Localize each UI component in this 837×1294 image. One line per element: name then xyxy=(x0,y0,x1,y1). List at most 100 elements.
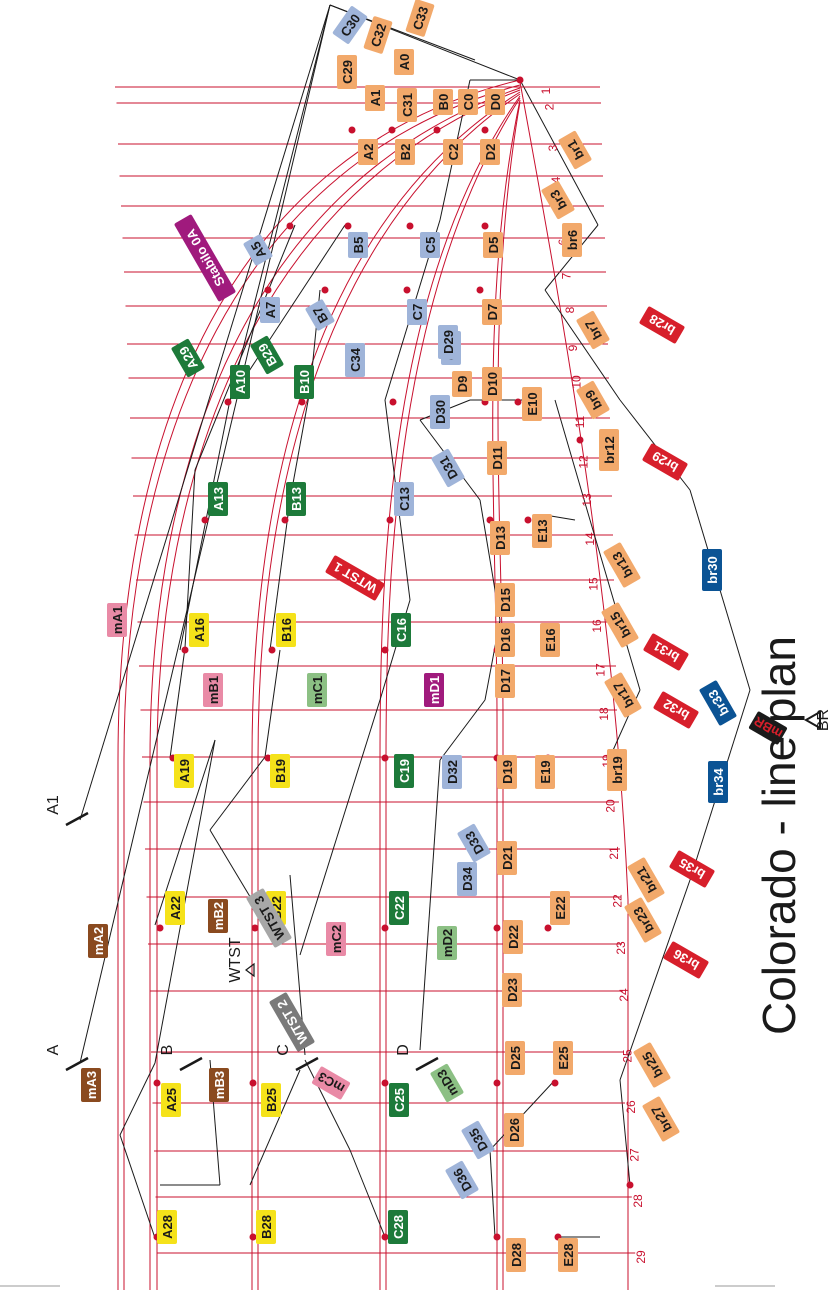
tag-label: br34 xyxy=(711,768,726,796)
tag-background xyxy=(157,1210,177,1244)
tag-background xyxy=(495,583,515,617)
tag-label: A5 xyxy=(248,239,269,261)
row-number: 17 xyxy=(593,663,607,677)
line-tag: br25 xyxy=(633,1042,671,1088)
rib-line xyxy=(519,81,629,1290)
knot xyxy=(386,516,394,524)
tag-label: br6 xyxy=(565,230,580,250)
tag-background xyxy=(461,1121,495,1159)
rope-segment xyxy=(79,4,331,1064)
line-tag: B10 xyxy=(294,365,314,399)
tag-label: B13 xyxy=(289,487,304,511)
line-tag: C2 xyxy=(443,139,463,165)
knot xyxy=(481,126,489,134)
knot xyxy=(381,646,389,654)
rope-segment xyxy=(269,499,291,651)
tag-background xyxy=(535,755,555,789)
tag-background xyxy=(457,824,491,862)
line-tag: WTST 1 xyxy=(325,555,385,601)
knot xyxy=(381,1079,389,1087)
tag-background xyxy=(332,6,368,44)
tag-background xyxy=(607,749,627,791)
line-tag: D23 xyxy=(502,973,522,1007)
knot xyxy=(321,286,329,294)
line-tag: C34 xyxy=(345,343,365,377)
tag-background xyxy=(261,1083,281,1117)
line-tag: B0 xyxy=(433,89,453,115)
tag-label: D28 xyxy=(509,1243,524,1267)
line-tag: E16 xyxy=(540,623,560,657)
line-tag: mA1 xyxy=(107,603,127,637)
knot xyxy=(268,646,276,654)
tag-label: C22 xyxy=(392,896,407,920)
line-tag: C30 xyxy=(332,6,368,44)
rib-line xyxy=(123,84,521,1290)
knot xyxy=(344,222,352,230)
line-tag: D31 xyxy=(431,449,465,487)
tag-background xyxy=(312,1066,350,1100)
knot xyxy=(381,924,389,932)
riser-label: A1 xyxy=(45,795,62,815)
tag-background xyxy=(365,85,385,111)
row-number: 8 xyxy=(563,306,577,313)
tag-background xyxy=(653,691,699,729)
tag-background xyxy=(642,443,688,481)
tag-label: C13 xyxy=(397,487,412,511)
line-tag: mC1 xyxy=(307,673,327,707)
tag-background xyxy=(550,891,570,925)
tag-background xyxy=(576,311,610,349)
tag-label: B28 xyxy=(259,1215,274,1239)
tag-background xyxy=(407,299,427,325)
tag-label: D11 xyxy=(490,446,505,469)
line-tag: B5 xyxy=(348,232,368,258)
line-tag: C29 xyxy=(337,55,357,89)
tag-background xyxy=(437,926,457,960)
tag-background xyxy=(430,1064,464,1102)
tag-label: B10 xyxy=(297,370,312,394)
tag-background xyxy=(395,139,415,165)
row-number: 20 xyxy=(604,799,618,813)
knot xyxy=(476,286,484,294)
tag-background xyxy=(269,992,315,1052)
tag-background xyxy=(452,371,472,397)
tag-label: br12 xyxy=(602,436,617,463)
tag-label: D9 xyxy=(455,376,470,393)
tag-background xyxy=(394,754,414,788)
tag-background xyxy=(522,387,542,421)
tag-background xyxy=(504,1113,524,1147)
tag-background xyxy=(424,673,444,707)
line-tag: br3 xyxy=(541,181,575,219)
rope-segment xyxy=(179,399,231,651)
row-number: 1 xyxy=(539,87,553,94)
line-tag: C22 xyxy=(389,891,409,925)
tag-background xyxy=(337,55,357,89)
line-tag: C31 xyxy=(397,88,417,122)
riser-label: BR xyxy=(815,709,832,731)
line-tag: br27 xyxy=(642,1096,680,1142)
tag-label: D25 xyxy=(508,1046,523,1070)
tag-label: B7 xyxy=(310,304,331,326)
line-tag: mB1 xyxy=(203,673,223,707)
line-tag: WTST 2 xyxy=(269,992,315,1052)
rope-segment xyxy=(619,879,691,1081)
line-tag: A16 xyxy=(189,613,209,647)
line-tag: D0 xyxy=(485,89,505,115)
tag-label: D34 xyxy=(460,866,475,891)
knot xyxy=(524,516,532,524)
tag-background xyxy=(363,16,393,54)
rib-line xyxy=(117,79,521,1290)
knot xyxy=(286,222,294,230)
tag-background xyxy=(506,1238,526,1272)
knot xyxy=(493,924,501,932)
tag-background xyxy=(433,89,453,115)
tag-label: C19 xyxy=(397,759,412,783)
tag-background xyxy=(576,381,610,419)
tag-background xyxy=(203,673,223,707)
line-tag: B29 xyxy=(250,336,284,374)
tag-background xyxy=(458,89,478,115)
tag-background xyxy=(627,857,665,903)
line-tag: mC3 xyxy=(312,1066,350,1100)
tag-label: A13 xyxy=(211,487,226,511)
